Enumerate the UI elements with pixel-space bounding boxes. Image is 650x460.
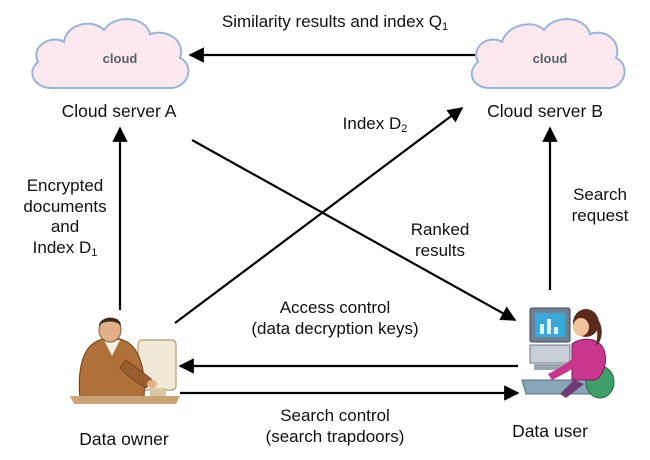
edge-label-access-control-line2: (data decryption keys) [251, 318, 419, 338]
edge-label-search-control-line2: (search trapdoors) [265, 426, 405, 446]
cloud-b-icon-text: cloud [533, 51, 568, 66]
edge-label-ranked-results-line2: results [414, 240, 466, 260]
data-user-label: Data user [512, 421, 588, 441]
edge-label-encrypted-line3: and [50, 217, 80, 237]
cloud-server-a-label: Cloud server A [61, 101, 177, 121]
businessman-at-desk-icon [70, 317, 180, 404]
edge-label-similarity-results-sub: 1 [442, 21, 449, 33]
edge-label-ranked-results-line1: Ranked [410, 220, 470, 239]
edge-label-similarity-results-text: Similarity results and index Q [221, 12, 442, 31]
edge-label-ranked-results: Ranked results [390, 220, 490, 261]
edge-label-index-d2: Index D2 [320, 114, 430, 136]
edge-label-search-control-line1: Search control [280, 406, 390, 425]
edge-label-similarity-results: Similarity results and index Q1 [170, 12, 500, 34]
edge-label-search-request-line1: Search [573, 185, 627, 204]
edge-label-search-control: Search control (search trapdoors) [200, 406, 470, 447]
edge-label-encrypted-line4-sub: 1 [91, 247, 98, 260]
cloud-a-icon: cloud [31, 18, 190, 89]
edge-label-access-control: Access control (data decryption keys) [200, 298, 470, 339]
data-owner-label: Data owner [79, 429, 169, 449]
edge-label-encrypted-line1: Encrypted [26, 176, 104, 195]
arrow-owner-to-cloud-b-index [174, 107, 464, 324]
edge-label-access-control-line1: Access control [279, 298, 391, 317]
edge-label-search-request-line2: request [571, 205, 629, 225]
woman-at-computer-icon [521, 307, 615, 399]
edge-label-search-request: Search request [555, 185, 645, 226]
edge-label-encrypted-line4-text: Index D [32, 238, 92, 258]
arrow-cloud-a-to-user-ranked [191, 139, 517, 321]
edge-label-encrypted-documents: Encrypted documents and Index D1 [6, 176, 124, 261]
edge-label-index-d2-sub: 2 [401, 123, 408, 135]
edge-label-index-d2-text: Index D [342, 114, 402, 133]
cloud-b-icon: cloud [470, 18, 626, 89]
edge-label-encrypted-line2: documents [23, 196, 107, 216]
cloud-server-b-label: Cloud server B [487, 101, 603, 121]
cloud-a-icon-text: cloud [103, 51, 138, 66]
edge-label-encrypted-line4: Index D1 [33, 238, 98, 260]
